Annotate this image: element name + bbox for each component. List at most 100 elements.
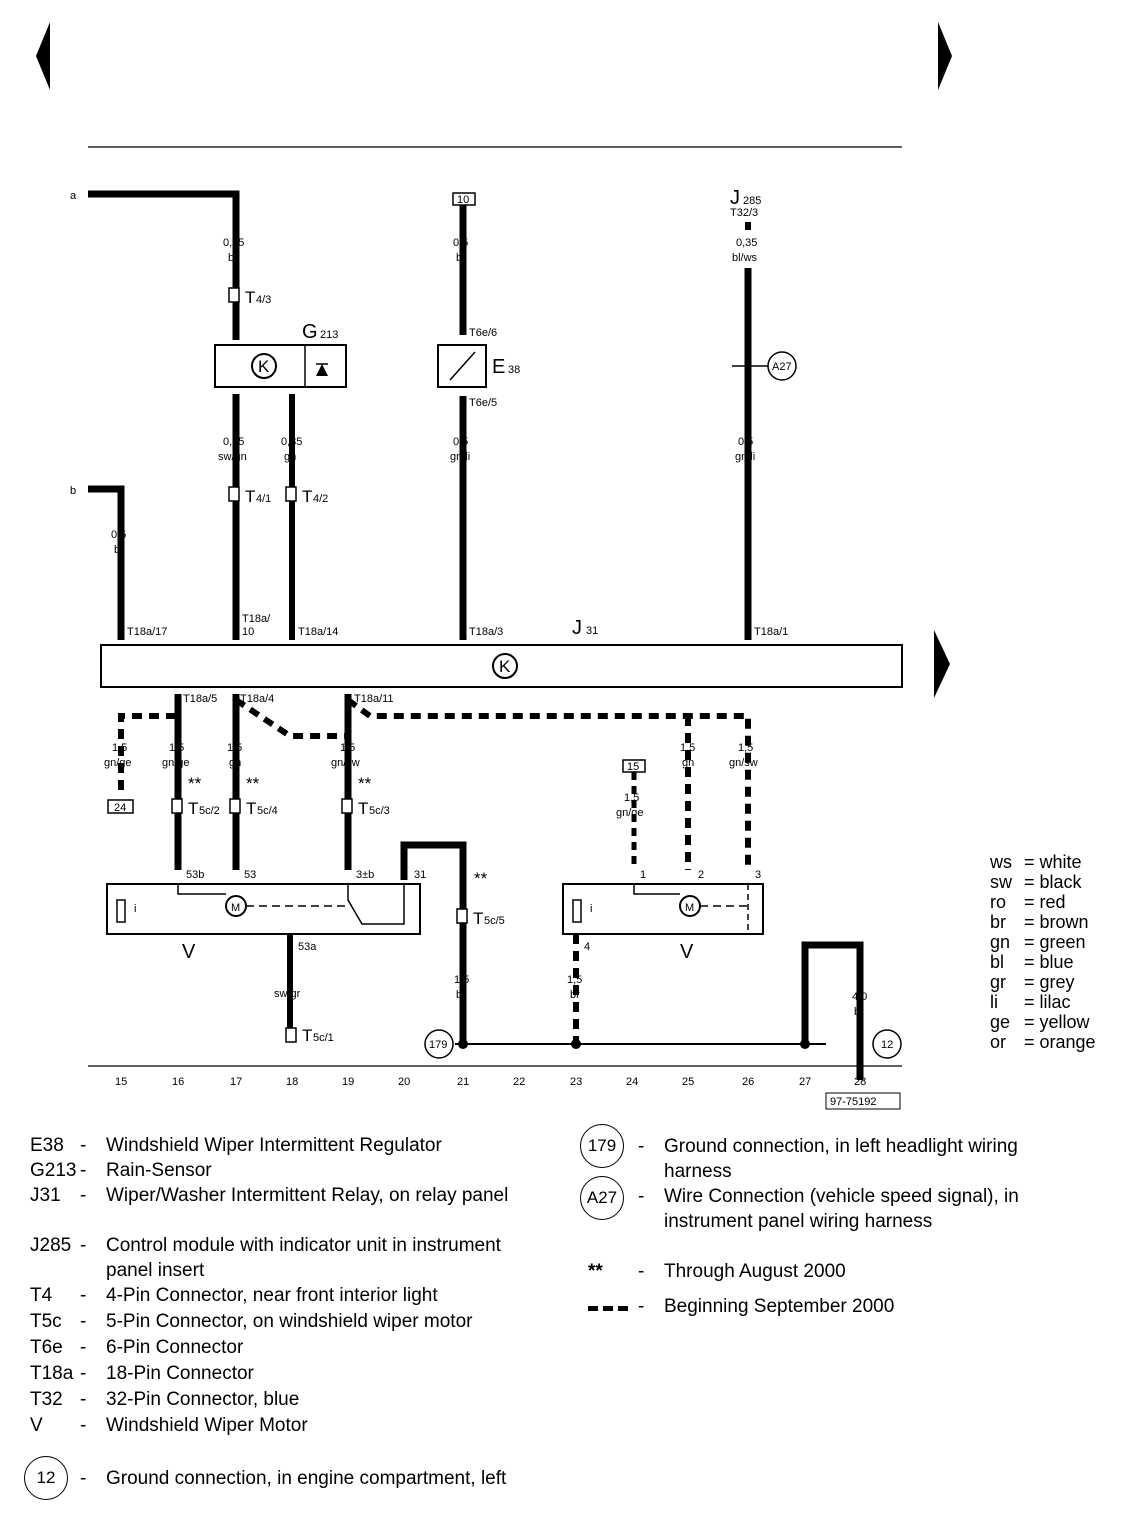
color-code-row: ro= red bbox=[990, 892, 1066, 912]
svg-text:T18a/11: T18a/11 bbox=[354, 693, 394, 705]
svg-text:gn: gn bbox=[284, 451, 296, 463]
svg-text:10: 10 bbox=[242, 626, 254, 638]
svg-text:T: T bbox=[302, 1026, 312, 1045]
svg-text:179: 179 bbox=[429, 1039, 447, 1051]
svg-text:10: 10 bbox=[457, 194, 469, 206]
svg-text:T18a/17: T18a/17 bbox=[127, 626, 167, 638]
track-number: 17 bbox=[230, 1076, 242, 1088]
a27-connection bbox=[767, 351, 797, 381]
label-a: a bbox=[70, 190, 77, 202]
svg-text:**: ** bbox=[188, 774, 202, 793]
track-number: 25 bbox=[682, 1076, 694, 1088]
triangle-right-icon[interactable] bbox=[938, 22, 952, 90]
svg-text:J: J bbox=[730, 187, 740, 209]
svg-text:br: br bbox=[456, 252, 466, 264]
svg-text:4/3: 4/3 bbox=[256, 294, 271, 306]
track-number: 28 bbox=[854, 1076, 866, 1088]
svg-text:T18a/1: T18a/1 bbox=[754, 626, 788, 638]
svg-text:T18a/: T18a/ bbox=[242, 613, 271, 625]
svg-text:31: 31 bbox=[586, 625, 598, 637]
svg-text:gn/ge: gn/ge bbox=[104, 757, 132, 769]
color-code-row: bl= blue bbox=[990, 952, 1074, 972]
svg-text:J: J bbox=[572, 617, 582, 639]
track-number: 18 bbox=[286, 1076, 298, 1088]
track-number: 24 bbox=[626, 1076, 638, 1088]
track-number: 19 bbox=[342, 1076, 354, 1088]
svg-text:M: M bbox=[685, 902, 694, 914]
wiper-motor-right bbox=[562, 883, 764, 935]
color-code-row: li= lilac bbox=[990, 992, 1071, 1012]
svg-text:0,5: 0,5 bbox=[738, 436, 753, 448]
svg-text:12: 12 bbox=[881, 1039, 893, 1051]
svg-text:br: br bbox=[456, 989, 466, 1001]
page-next-triangle-icon[interactable] bbox=[934, 630, 950, 698]
track-number: 20 bbox=[398, 1076, 410, 1088]
svg-text:gn: gn bbox=[682, 757, 694, 769]
svg-text:A27: A27 bbox=[772, 361, 792, 373]
svg-text:4/1: 4/1 bbox=[256, 493, 271, 505]
svg-text:gn/sw: gn/sw bbox=[331, 757, 360, 769]
svg-text:4,0: 4,0 bbox=[852, 991, 867, 1003]
svg-text:3±b: 3±b bbox=[356, 869, 374, 881]
svg-text:br: br bbox=[854, 1006, 864, 1018]
svg-text:T: T bbox=[245, 288, 255, 307]
wiper-motor-left bbox=[106, 883, 421, 935]
svg-text:97-75192: 97-75192 bbox=[830, 1096, 877, 1108]
svg-text:M: M bbox=[231, 902, 240, 914]
svg-text:T: T bbox=[358, 799, 368, 818]
svg-text:gn/li: gn/li bbox=[450, 451, 470, 463]
color-code-row: ge= yellow bbox=[990, 1012, 1090, 1032]
svg-text:1,5: 1,5 bbox=[567, 974, 582, 986]
svg-text:285: 285 bbox=[743, 195, 761, 207]
relay-j31 bbox=[100, 644, 903, 688]
svg-text:1,5: 1,5 bbox=[454, 974, 469, 986]
svg-text:4: 4 bbox=[584, 941, 590, 953]
svg-text:5c/2: 5c/2 bbox=[199, 805, 220, 817]
svg-text:T6e/5: T6e/5 bbox=[469, 397, 497, 409]
dashed-line-icon bbox=[588, 1306, 628, 1311]
svg-text:1,5: 1,5 bbox=[680, 742, 695, 754]
svg-text:i: i bbox=[134, 903, 136, 915]
a27-symbol: A27 bbox=[580, 1176, 624, 1220]
svg-text:T18a/3: T18a/3 bbox=[469, 626, 503, 638]
svg-text:4/2: 4/2 bbox=[313, 493, 328, 505]
svg-text:53a: 53a bbox=[298, 941, 317, 953]
svg-text:T: T bbox=[188, 799, 198, 818]
svg-text:gn/li: gn/li bbox=[735, 451, 755, 463]
svg-text:3: 3 bbox=[755, 869, 761, 881]
svg-text:5c/3: 5c/3 bbox=[369, 805, 390, 817]
svg-text:15: 15 bbox=[627, 761, 639, 773]
triangle-left-icon[interactable] bbox=[36, 22, 50, 90]
svg-text:53b: 53b bbox=[186, 869, 204, 881]
svg-text:1,5: 1,5 bbox=[169, 742, 184, 754]
svg-text:1,5: 1,5 bbox=[227, 742, 242, 754]
svg-text:**: ** bbox=[246, 774, 260, 793]
svg-text:V: V bbox=[680, 941, 694, 963]
ground-12-symbol: 12 bbox=[24, 1456, 68, 1500]
svg-text:1,5: 1,5 bbox=[624, 792, 639, 804]
svg-text:br: br bbox=[114, 544, 124, 556]
g213-label: G bbox=[302, 321, 318, 343]
svg-text:1,5: 1,5 bbox=[738, 742, 753, 754]
svg-text:24: 24 bbox=[114, 802, 126, 814]
track-number: 22 bbox=[513, 1076, 525, 1088]
svg-text:K: K bbox=[499, 657, 511, 676]
svg-text:T18a/4: T18a/4 bbox=[240, 693, 274, 705]
svg-text:1,5: 1,5 bbox=[340, 742, 355, 754]
svg-text:1: 1 bbox=[640, 869, 646, 881]
svg-text:0,35: 0,35 bbox=[223, 436, 244, 448]
track-number: 15 bbox=[115, 1076, 127, 1088]
rain-sensor-g213 bbox=[214, 344, 347, 388]
svg-text:T18a/5: T18a/5 bbox=[183, 693, 217, 705]
svg-text:br: br bbox=[570, 989, 580, 1001]
svg-text:gn/ge: gn/ge bbox=[616, 807, 644, 819]
svg-text:T32/3: T32/3 bbox=[730, 207, 758, 219]
color-code-row: ws= white bbox=[990, 852, 1082, 872]
svg-text:53: 53 bbox=[244, 869, 256, 881]
track-number: 21 bbox=[457, 1076, 469, 1088]
svg-text:T: T bbox=[246, 799, 256, 818]
component-legend: E38-Windshield Wiper Intermittent Regula… bbox=[30, 1135, 509, 1436]
ground-12 bbox=[872, 1029, 902, 1059]
svg-text:0,5: 0,5 bbox=[111, 529, 126, 541]
